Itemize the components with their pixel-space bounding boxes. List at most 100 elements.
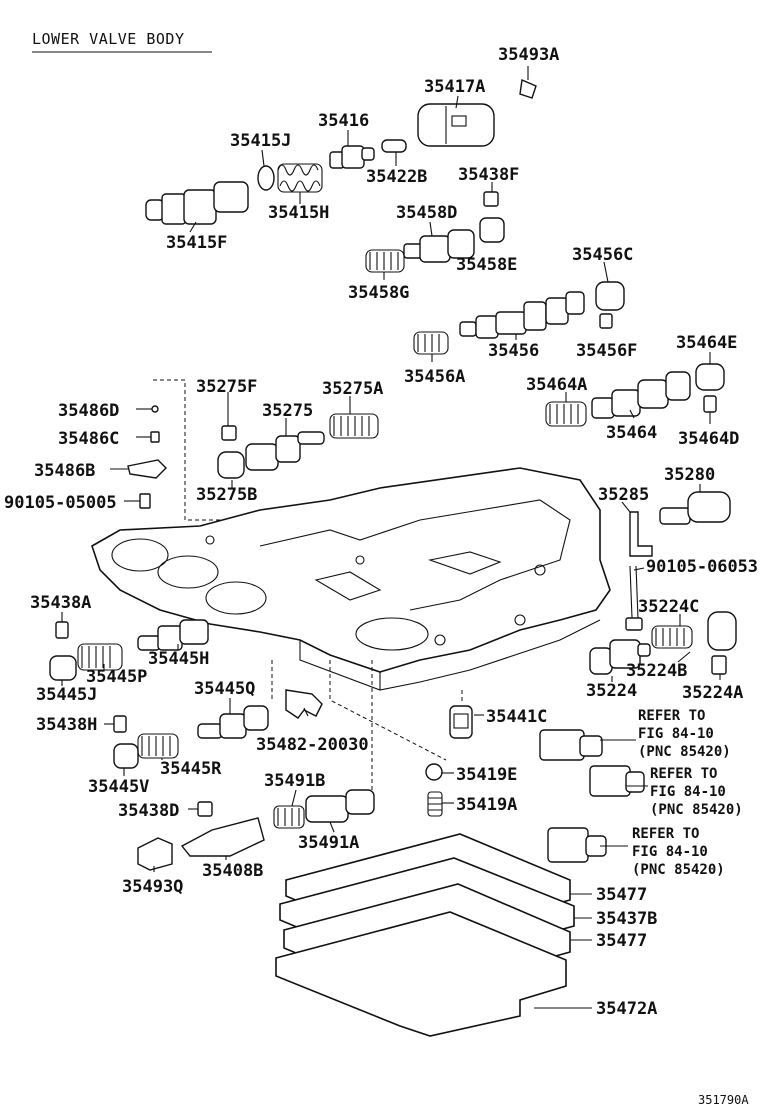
spring-35445r	[137, 733, 179, 759]
clip-35482-20030	[285, 689, 323, 719]
label-35482-20030: 35482-20030	[256, 735, 369, 755]
label-35464e: 35464E	[676, 333, 737, 353]
label-35408b: 35408B	[202, 861, 263, 881]
label-35456f: 35456F	[576, 341, 637, 361]
solenoid-refer-2	[589, 765, 645, 797]
bracket-35285	[629, 511, 653, 557]
ball-35419e	[425, 763, 443, 781]
plug-35456c	[595, 281, 625, 311]
label-35275b: 35275B	[196, 485, 257, 505]
spring-35445p	[77, 643, 123, 671]
plunger-35416	[329, 145, 375, 169]
label-35458g: 35458G	[348, 283, 409, 303]
spring-35491b	[273, 805, 305, 829]
label-35224c: 35224C	[638, 597, 699, 617]
bolt-90105-06053	[625, 565, 643, 631]
label-35445p: 35445P	[86, 667, 147, 687]
pin-35438a	[55, 621, 69, 639]
clip-35493q	[137, 837, 173, 871]
label-35445j: 35445J	[36, 685, 97, 705]
label-35416: 35416	[318, 111, 369, 131]
label-35419a: 35419A	[456, 795, 517, 815]
refer-note-1-line3: (PNC 85420)	[638, 744, 731, 760]
label-35224a: 35224A	[682, 683, 743, 703]
label-35438a: 35438A	[30, 593, 91, 613]
pin-35464d	[703, 395, 717, 413]
valve-35456	[459, 291, 585, 339]
valve-35415f	[145, 181, 249, 225]
filter-35441c	[449, 705, 473, 739]
leader-dashed-center	[271, 660, 447, 761]
valve-35445q	[197, 705, 269, 739]
label-35486b: 35486B	[34, 461, 95, 481]
label-35456a: 35456A	[404, 367, 465, 387]
pin-35422b	[381, 139, 407, 153]
label-35438h: 35438H	[36, 715, 97, 735]
spring-35224b	[651, 625, 693, 649]
label-35285: 35285	[598, 485, 649, 505]
pin-35224a	[711, 655, 727, 675]
label-35477-top: 35477	[596, 885, 647, 905]
plug-35438f	[483, 191, 499, 207]
diagram-title: LOWER VALVE BODY	[32, 30, 185, 48]
label-35275a: 35275A	[322, 379, 383, 399]
label-35464d: 35464D	[678, 429, 739, 449]
label-35464a: 35464A	[526, 375, 587, 395]
part-labels: 35493A 35417A 35416 35415J 35422B 35438F…	[4, 45, 758, 1019]
spring-35464a	[545, 401, 587, 427]
label-35275: 35275	[262, 401, 313, 421]
label-35417a: 35417A	[424, 77, 485, 97]
valve-35275	[245, 431, 325, 471]
clip-35493a	[519, 78, 537, 99]
label-35224: 35224	[586, 681, 637, 701]
label-90105-06053: 90105-06053	[646, 557, 758, 577]
solenoid-refer-1	[539, 729, 603, 761]
bracket-35486b	[127, 459, 167, 479]
label-35275f: 35275F	[196, 377, 257, 397]
label-35464: 35464	[606, 423, 657, 443]
label-35456: 35456	[488, 341, 539, 361]
pin-35438d	[197, 801, 213, 817]
label-35224b: 35224B	[626, 661, 687, 681]
label-35419e: 35419E	[456, 765, 517, 785]
label-35415f: 35415F	[166, 233, 227, 253]
refer-note-3-line3: (PNC 85420)	[632, 862, 725, 878]
refer-note-3: REFER TO FIG 84-10 (PNC 85420)	[632, 826, 725, 878]
refer-note-2-line1: REFER TO	[650, 766, 717, 782]
label-35491a: 35491A	[298, 833, 359, 853]
spring-35419a	[427, 791, 443, 817]
refer-note-2-line3: (PNC 85420)	[650, 802, 743, 818]
solenoid-refer-3	[547, 827, 607, 863]
valve-35458d	[403, 229, 475, 263]
valve-35445h	[137, 619, 209, 651]
refer-note-1: REFER TO FIG 84-10 (PNC 85420)	[638, 708, 731, 760]
plug-35275b	[217, 451, 245, 479]
dot-35486d	[151, 405, 159, 413]
label-35280: 35280	[664, 465, 715, 485]
valve-body-housing	[91, 467, 611, 691]
label-35422b: 35422B	[366, 167, 427, 187]
spring-35415h	[277, 163, 323, 193]
label-35491b: 35491B	[264, 771, 325, 791]
ring-35415j	[257, 165, 275, 191]
label-90105-05005: 90105-05005	[4, 493, 117, 513]
plug-35224c	[707, 611, 737, 651]
pin-35438h	[113, 715, 127, 733]
plug-35464e	[695, 363, 725, 391]
label-35437b: 35437B	[596, 909, 657, 929]
sleeve-35408b	[180, 817, 265, 857]
cover-35472a	[275, 911, 567, 1037]
sleeve-35417a	[417, 103, 495, 147]
valve-35491a	[305, 789, 375, 823]
pin-35275f	[221, 425, 237, 441]
refer-note-1-line1: REFER TO	[638, 708, 705, 724]
spring-35275a	[329, 413, 379, 439]
spring-35458g	[365, 249, 405, 273]
label-35415h: 35415H	[268, 203, 329, 223]
plug-35445j	[49, 655, 77, 681]
label-35458d: 35458D	[396, 203, 457, 223]
label-35441c: 35441C	[486, 707, 547, 727]
refer-note-2-line2: FIG 84-10	[650, 784, 726, 800]
plug-35445v	[113, 743, 139, 769]
